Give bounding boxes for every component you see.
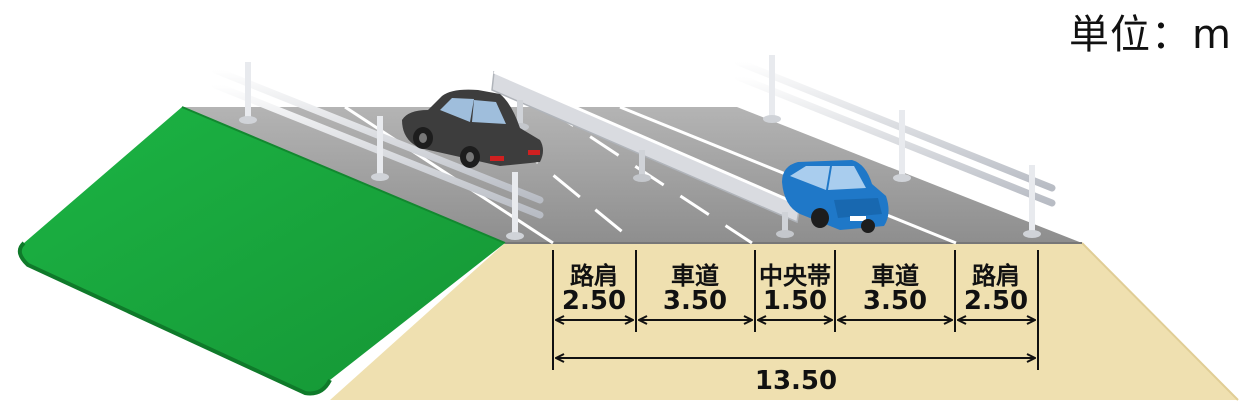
lane-line-dashed — [469, 105, 637, 245]
dimension-lines — [552, 250, 1039, 370]
unit-label: 単位：m — [1069, 12, 1232, 58]
segment-value-lane-left: 3.50 — [662, 286, 728, 316]
right-guardrail — [734, 55, 1056, 238]
segment-label-shoulder-left: 路肩 — [570, 262, 618, 290]
segment-value-lane-right: 3.50 — [862, 286, 928, 316]
black-car — [402, 89, 543, 168]
blue-car — [782, 160, 889, 233]
total-width-value: 13.50 — [754, 366, 838, 396]
segment-value-median: 1.50 — [762, 286, 828, 316]
segment-label-lane-right: 車道 — [871, 262, 919, 290]
median-barrier — [491, 70, 801, 238]
lane-line-dashed — [544, 105, 753, 245]
segment-value-shoulder-left: 2.50 — [561, 286, 627, 316]
segment-value-shoulder-right: 2.50 — [963, 286, 1029, 316]
left-guardrail — [211, 62, 544, 240]
grass-slope — [17, 106, 506, 396]
segment-label-lane-left: 車道 — [671, 262, 719, 290]
segment-label-median: 中央帯 — [759, 262, 831, 290]
segment-label-shoulder-right: 路肩 — [972, 262, 1020, 290]
